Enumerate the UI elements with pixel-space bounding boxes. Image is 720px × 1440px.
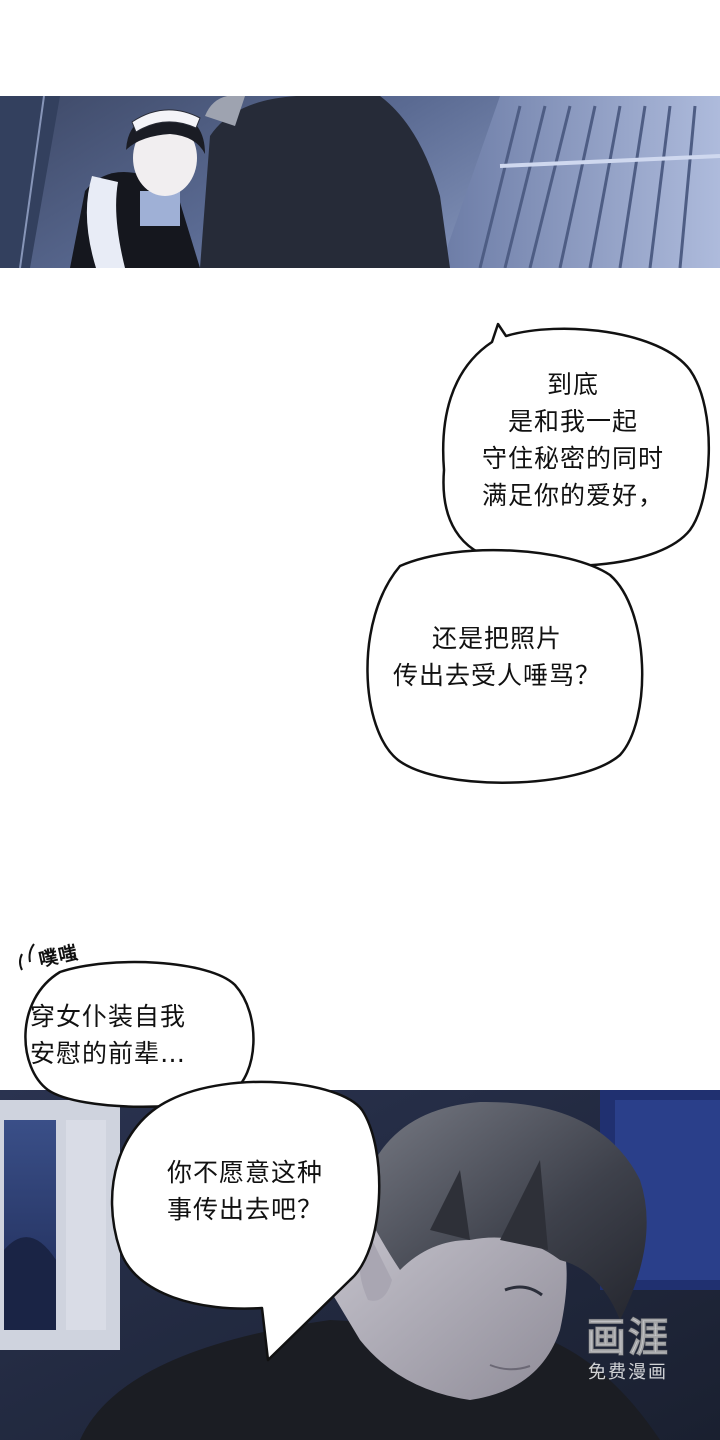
comic-panel-top: [0, 96, 720, 268]
speech-line: 你不愿意这种: [166, 1158, 323, 1187]
speech-line: 还是把照片: [431, 624, 562, 653]
panel-bottom-artwork: [0, 1090, 720, 1440]
speech-line: 事传出去吧？: [166, 1195, 323, 1224]
comic-panel-bottom: [0, 1090, 720, 1440]
speech-line: 穿女仆装自我: [30, 1002, 187, 1031]
speech-line: 到底: [546, 370, 599, 399]
speech-line: 是和我一起: [507, 407, 638, 436]
speech-bubble-1-text: 到底 是和我一起 守住秘密的同时 满足你的爱好，: [458, 366, 688, 514]
speech-bubble-3-text: 穿女仆装自我 安慰的前辈…: [30, 998, 240, 1072]
speech-line: 满足你的爱好，: [481, 481, 664, 510]
speech-bubble-2-text: 还是把照片 传出去受人唾骂？: [372, 620, 622, 694]
sound-effect-text: 噗嗤: [36, 941, 81, 972]
speech-line: 安慰的前辈…: [30, 1039, 187, 1068]
speech-bubble-4-text: 你不愿意这种 事传出去吧？: [140, 1154, 350, 1228]
panel-top-artwork: [0, 96, 720, 268]
speech-line: 守住秘密的同时: [481, 444, 664, 473]
speech-line: 传出去受人唾骂？: [392, 661, 601, 690]
